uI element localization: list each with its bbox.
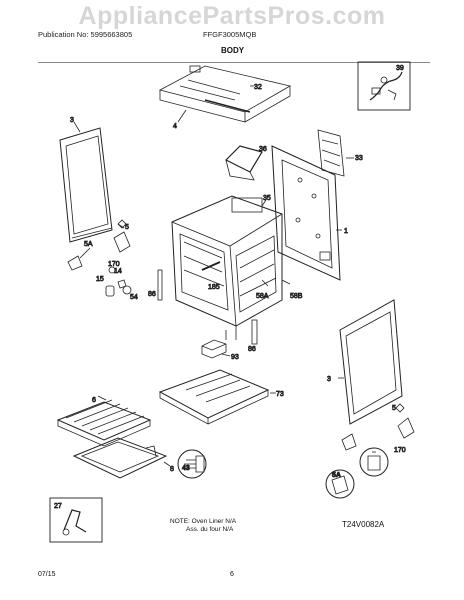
- watermark: AppliancePartsPros.com: [78, 2, 386, 30]
- model-number: FFGF3005MQB: [203, 30, 257, 39]
- callout-36: 36: [259, 146, 267, 153]
- callout-93: 93: [231, 354, 239, 361]
- leader-5a-left: [79, 247, 91, 259]
- oven-rack: [56, 399, 152, 447]
- note-line-2: Ass. du four N/A: [186, 526, 234, 533]
- bottom-panel: [158, 369, 270, 425]
- left-small-parts: [67, 219, 163, 301]
- left-side-panel: [59, 127, 113, 243]
- callout-185: 185: [208, 284, 220, 291]
- callout-73: 73: [276, 391, 284, 398]
- callout-86-mid: 86: [248, 346, 256, 353]
- note-line-1: NOTE: Oven Liner N/A: [170, 518, 237, 525]
- inset-box-39: [357, 61, 411, 111]
- callout-58a: 58A: [256, 293, 269, 300]
- publication-number: Publication No: 5995663805: [38, 30, 133, 39]
- callout-27: 27: [54, 503, 62, 510]
- callout-170-left: 170: [108, 261, 120, 268]
- header-rule: [38, 62, 430, 63]
- leader-6: [97, 395, 107, 401]
- diagram-code: T24V0082A: [342, 520, 385, 529]
- callout-3-right: 3: [327, 376, 331, 383]
- callout-54: 54: [130, 294, 138, 301]
- callout-43: 43: [182, 465, 190, 472]
- leader-36: [255, 149, 263, 153]
- rear-bracket: [317, 129, 345, 177]
- leader-35: [261, 199, 267, 207]
- burner-part-93: [201, 339, 227, 359]
- right-side-panel: [271, 145, 341, 281]
- leader-58a: [261, 279, 269, 287]
- leader-5-left: [117, 223, 125, 229]
- callout-4: 4: [173, 123, 177, 130]
- note-block: NOTE: Oven Liner N/A Ass. du four N/A: [170, 518, 236, 534]
- leader-93: [221, 353, 231, 357]
- footer-page-number: 6: [230, 571, 234, 578]
- callout-5a-right: 5A: [332, 472, 341, 479]
- side-rail-86: [251, 319, 258, 345]
- callout-14: 14: [114, 268, 122, 275]
- vent-cover: [224, 145, 263, 181]
- footer-date: 07/15: [38, 571, 56, 578]
- screw-detail-43: [177, 449, 207, 479]
- inset-box-27: [49, 497, 103, 543]
- right-door-side-panel: [339, 299, 403, 425]
- leader-58b: [281, 279, 291, 285]
- oven-body: [171, 195, 283, 340]
- leader-3-top: [73, 121, 81, 133]
- callout-33: 33: [355, 155, 363, 162]
- callout-39: 39: [396, 65, 404, 72]
- top-panel-assembly: [158, 65, 292, 123]
- callout-5a-left: 5A: [84, 241, 93, 248]
- right-small-parts: [325, 403, 415, 499]
- callout-15: 15: [96, 276, 104, 283]
- callout-3-top: 3: [70, 117, 74, 124]
- callout-8: 8: [170, 466, 174, 473]
- callout-5-right: 5: [392, 405, 396, 412]
- callout-58b: 58B: [290, 293, 303, 300]
- broiler-pan: [72, 437, 168, 479]
- leader-8: [163, 461, 171, 467]
- callout-6: 6: [92, 397, 96, 404]
- callout-170-right: 170: [394, 447, 406, 454]
- callout-1: 1: [344, 228, 348, 235]
- callout-35: 35: [263, 195, 271, 202]
- section-title: BODY: [221, 46, 245, 55]
- leader-4: [177, 109, 187, 123]
- callout-32: 32: [254, 84, 262, 91]
- callout-86-left: 86: [148, 291, 156, 298]
- callout-5-left: 5: [125, 224, 129, 231]
